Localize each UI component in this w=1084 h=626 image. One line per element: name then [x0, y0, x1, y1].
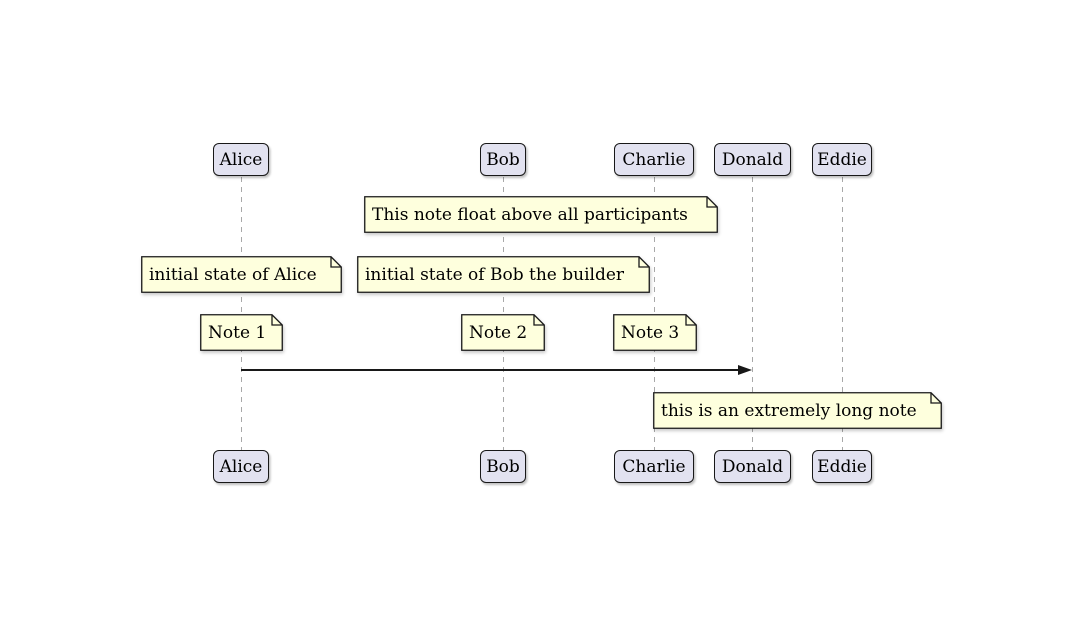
- lifeline-charlie: [654, 177, 655, 450]
- message-arrowhead-icon: [738, 365, 752, 375]
- note-1: Note 1: [200, 314, 283, 351]
- note-text: this is an extremely long note: [661, 400, 917, 421]
- participant-bob-bottom: Bob: [480, 450, 526, 483]
- lifeline-alice: [241, 177, 242, 450]
- note-text: Note 1: [208, 322, 267, 343]
- note-text: Note 3: [621, 322, 680, 343]
- participant-donald-bottom: Donald: [714, 450, 791, 483]
- lifeline-bob: [503, 177, 504, 450]
- note-text: initial state of Alice: [149, 264, 317, 285]
- participant-alice-bottom: Alice: [213, 450, 269, 483]
- participant-bob-top: Bob: [480, 143, 526, 176]
- lifeline-eddie: [842, 177, 843, 450]
- participant-charlie-bottom: Charlie: [614, 450, 694, 483]
- note-3: Note 3: [613, 314, 697, 351]
- participant-donald-top: Donald: [714, 143, 791, 176]
- participant-charlie-top: Charlie: [614, 143, 694, 176]
- note-initial-state-bob: initial state of Bob the builder: [357, 256, 650, 293]
- note-extremely-long: this is an extremely long note: [653, 392, 942, 429]
- participant-eddie-bottom: Eddie: [812, 450, 872, 483]
- note-text: This note float above all participants: [372, 204, 688, 225]
- note-float-above-participants: This note float above all participants: [364, 196, 718, 233]
- participant-alice-top: Alice: [213, 143, 269, 176]
- note-2: Note 2: [461, 314, 545, 351]
- note-text: Note 2: [469, 322, 528, 343]
- message-line-alice-to-donald: [241, 369, 739, 371]
- participant-eddie-top: Eddie: [812, 143, 872, 176]
- note-initial-state-alice: initial state of Alice: [141, 256, 342, 293]
- lifeline-donald: [752, 177, 753, 450]
- note-text: initial state of Bob the builder: [365, 264, 625, 285]
